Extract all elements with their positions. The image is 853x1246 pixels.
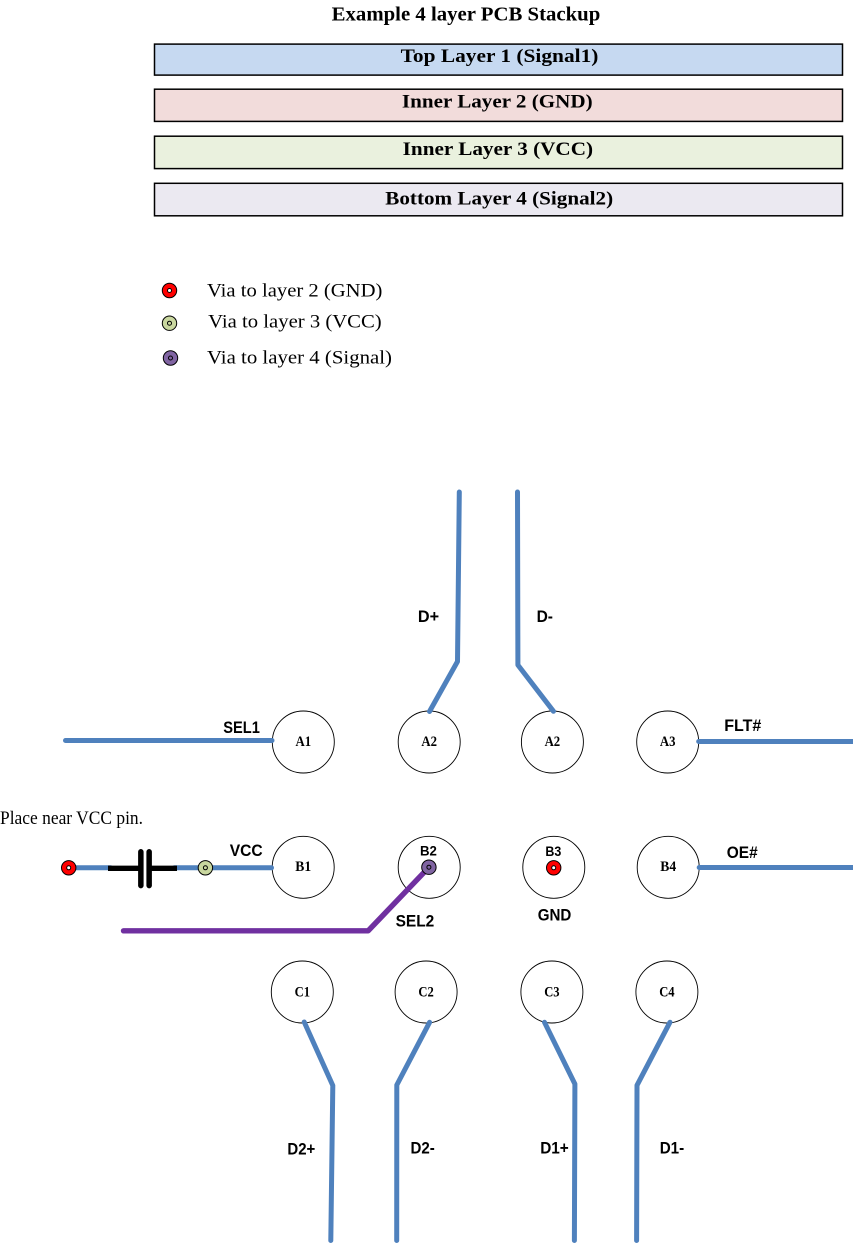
svg-text:D1-: D1- [660,1138,685,1157]
svg-text:Inner Layer 3 (VCC): Inner Layer 3 (VCC) [403,139,593,160]
svg-text:OE#: OE# [727,843,758,862]
svg-text:C3: C3 [544,984,559,1000]
svg-text:SEL1: SEL1 [223,718,260,737]
svg-text:GND: GND [538,906,572,925]
svg-text:C1: C1 [295,984,310,1000]
svg-text:D-: D- [537,607,553,626]
svg-text:B3: B3 [545,843,561,859]
svg-text:C4: C4 [659,984,675,1000]
svg-text:B1: B1 [295,859,311,875]
svg-text:A2: A2 [545,734,561,750]
svg-text:Via to layer 2 (GND): Via to layer 2 (GND) [207,280,382,301]
svg-text:C2: C2 [418,984,433,1000]
svg-text:D+: D+ [418,607,439,626]
svg-text:Via to layer 3 (VCC): Via to layer 3 (VCC) [208,312,382,333]
svg-text:Place near VCC pin.: Place near VCC pin. [0,808,143,829]
svg-text:A2: A2 [421,734,437,750]
svg-text:VCC: VCC [230,841,263,860]
svg-text:Inner Layer 2 (GND): Inner Layer 2 (GND) [402,92,593,113]
svg-text:SEL2: SEL2 [396,912,435,931]
svg-text:A1: A1 [296,734,312,750]
svg-text:Bottom Layer 4 (Signal2): Bottom Layer 4 (Signal2) [385,189,613,210]
svg-text:D1+: D1+ [540,1138,569,1157]
svg-text:FLT#: FLT# [724,716,762,735]
svg-text:A3: A3 [660,734,676,750]
svg-text:Via to layer 4 (Signal): Via to layer 4 (Signal) [207,347,392,368]
svg-text:D2+: D2+ [287,1140,315,1159]
svg-text:Example 4 layer PCB Stackup: Example 4 layer PCB Stackup [332,3,601,25]
svg-text:D2-: D2- [411,1139,435,1158]
svg-text:Top Layer 1 (Signal1): Top Layer 1 (Signal1) [401,46,599,67]
svg-text:B4: B4 [660,859,676,875]
svg-text:B2: B2 [420,843,437,859]
